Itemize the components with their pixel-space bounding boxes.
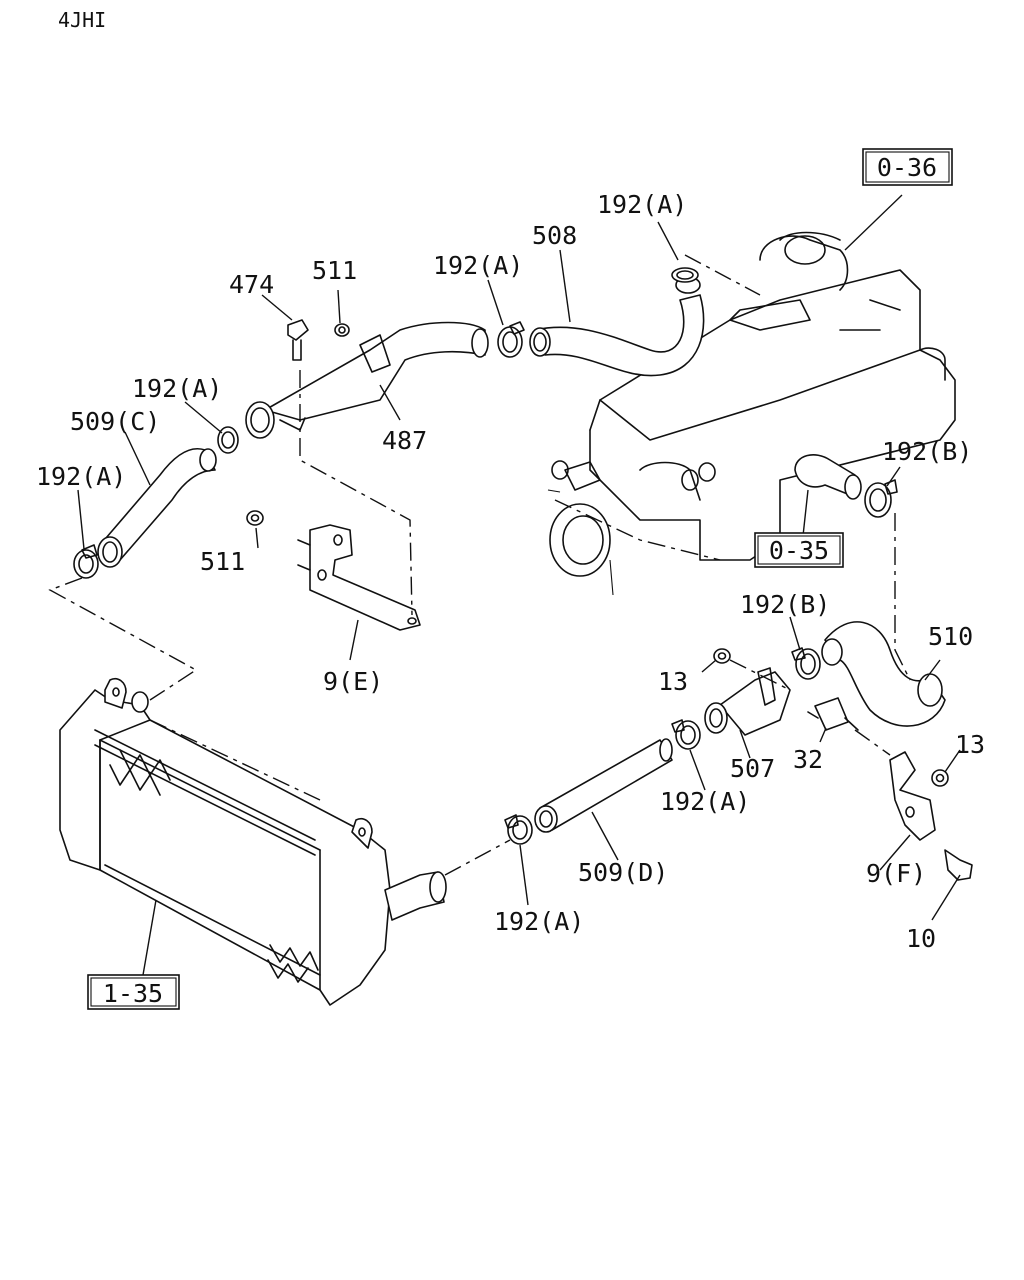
label-13-left: 13 — [658, 667, 688, 696]
clamp-192a-left-upper — [217, 426, 239, 454]
fitting-0-35 — [794, 454, 862, 500]
label-192a-left-upper: 192(A) — [132, 374, 222, 403]
nut-511-mid — [246, 510, 264, 526]
label-192b-mid: 192(B) — [740, 590, 830, 619]
bracket-9e — [297, 524, 421, 631]
label-509d: 509(D) — [578, 858, 668, 887]
label-192a-left-lower: 192(A) — [36, 462, 126, 491]
label-13-right: 13 — [955, 730, 985, 759]
label-474: 474 — [229, 270, 274, 299]
label-9f: 9(F) — [866, 859, 926, 888]
ref-box-0-35[interactable]: 0-35 — [754, 532, 844, 568]
hose-509d — [534, 738, 673, 833]
dashed-connection-lines — [48, 254, 911, 876]
clamp-192b-mid — [791, 647, 821, 680]
label-32: 32 — [793, 745, 823, 774]
label-509c: 509(C) — [70, 407, 160, 436]
clamp-192a-left-lower — [73, 544, 99, 579]
intercooler-drawing — [59, 677, 447, 1006]
nut-13-left — [713, 648, 731, 664]
model-code: 4JHI — [58, 8, 106, 32]
bolt-474 — [287, 319, 309, 361]
label-9e: 9(E) — [323, 667, 383, 696]
label-511-mid: 511 — [200, 547, 245, 576]
label-507: 507 — [730, 754, 775, 783]
ref-label-0-36: 0-36 — [877, 153, 937, 182]
label-192a-bottom: 192(A) — [494, 907, 584, 936]
label-487: 487 — [382, 426, 427, 455]
engine-block-drawing — [547, 231, 956, 596]
label-10: 10 — [906, 924, 936, 953]
clamp-192a-top-left — [497, 321, 525, 358]
nut-13-right — [931, 769, 949, 787]
label-192b-right: 192(B) — [882, 437, 972, 466]
bolt-10 — [944, 849, 973, 881]
ref-box-1-35[interactable]: 1-35 — [87, 974, 180, 1010]
sensor-32 — [807, 697, 859, 731]
clamp-192a-mid — [671, 719, 701, 750]
hose-509c — [97, 448, 217, 568]
label-508: 508 — [532, 221, 577, 250]
label-511-top: 511 — [312, 256, 357, 285]
label-192a-top-left: 192(A) — [433, 251, 523, 280]
clamp-192a-bottom — [504, 814, 533, 845]
label-510: 510 — [928, 622, 973, 651]
hose-508 — [529, 276, 705, 377]
nut-511-top — [334, 323, 350, 337]
leader-lines — [77, 194, 961, 976]
ref-label-1-35: 1-35 — [103, 979, 163, 1008]
label-192a-top-right: 192(A) — [597, 190, 687, 219]
label-192a-mid: 192(A) — [660, 787, 750, 816]
bracket-9f — [889, 751, 936, 841]
housing-507 — [704, 667, 791, 736]
clamp-192a-top-right — [671, 267, 699, 283]
ref-label-0-35: 0-35 — [769, 536, 829, 565]
ref-box-0-36[interactable]: 0-36 — [862, 148, 953, 186]
hose-510 — [821, 621, 946, 727]
clamp-192b-right — [864, 479, 898, 518]
pipe-487 — [245, 321, 489, 439]
